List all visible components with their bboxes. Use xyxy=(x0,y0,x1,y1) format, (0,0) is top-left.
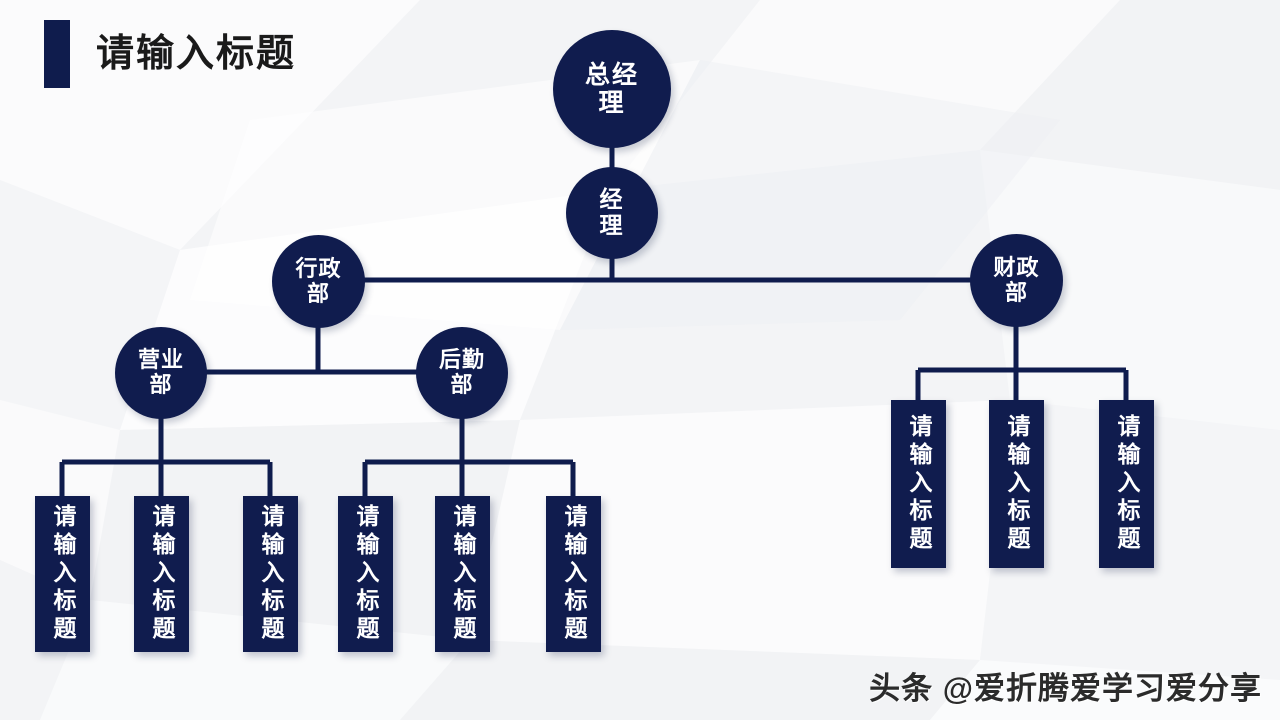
leaf-box-finance-2[interactable]: 请输入标题 xyxy=(989,400,1044,568)
leaf-box-finance-1-label: 请输入标题 xyxy=(906,414,932,554)
node-sales-department[interactable]: 营业 部 xyxy=(115,327,207,419)
node-finance-line1: 财政 xyxy=(993,254,1040,280)
node-admin-line2: 部 xyxy=(306,280,330,306)
watermark: 头条 @爱折腾爱学习爱分享 xyxy=(869,671,1262,706)
leaf-box-logistics-3[interactable]: 请输入标题 xyxy=(546,496,601,652)
node-general-manager[interactable]: 总经 理 xyxy=(553,30,671,148)
leaf-box-logistics-2[interactable]: 请输入标题 xyxy=(435,496,490,652)
node-finance-line2: 部 xyxy=(1004,279,1028,305)
node-manager-line1: 经 xyxy=(599,186,625,213)
node-sales-line2: 部 xyxy=(149,372,173,397)
node-logistics-line2: 部 xyxy=(450,372,474,397)
title-accent-bar xyxy=(44,20,70,88)
node-admin-department[interactable]: 行政 部 xyxy=(272,235,365,328)
leaf-box-sales-3-label: 请输入标题 xyxy=(258,504,284,644)
leaf-box-sales-2[interactable]: 请输入标题 xyxy=(134,496,189,652)
leaf-box-sales-2-label: 请输入标题 xyxy=(149,504,175,644)
node-manager[interactable]: 经 理 xyxy=(566,167,658,259)
node-logistics-line1: 后勤 xyxy=(438,347,485,373)
leaf-box-finance-3[interactable]: 请输入标题 xyxy=(1099,400,1154,568)
page-title: 请输入标题 xyxy=(96,33,297,75)
leaf-box-sales-3[interactable]: 请输入标题 xyxy=(243,496,298,652)
leaf-box-finance-2-label: 请输入标题 xyxy=(1004,414,1030,554)
leaf-box-finance-1[interactable]: 请输入标题 xyxy=(891,400,946,568)
leaf-box-logistics-1-label: 请输入标题 xyxy=(353,504,379,644)
node-general-manager-line2: 理 xyxy=(598,89,626,117)
slide-header: 请输入标题 xyxy=(44,20,296,88)
leaf-box-logistics-1[interactable]: 请输入标题 xyxy=(338,496,393,652)
node-admin-line1: 行政 xyxy=(295,255,342,281)
leaf-box-sales-1-label: 请输入标题 xyxy=(50,504,76,644)
node-sales-line1: 营业 xyxy=(137,347,184,373)
leaf-box-sales-1[interactable]: 请输入标题 xyxy=(35,496,90,652)
leaf-box-finance-3-label: 请输入标题 xyxy=(1114,414,1140,554)
leaf-box-logistics-2-label: 请输入标题 xyxy=(450,504,476,644)
node-finance-department[interactable]: 财政 部 xyxy=(970,234,1063,327)
node-manager-line2: 理 xyxy=(599,212,625,238)
node-general-manager-line1: 总经 xyxy=(584,61,639,89)
leaf-box-logistics-3-label: 请输入标题 xyxy=(561,504,587,644)
node-logistics-department[interactable]: 后勤 部 xyxy=(416,327,508,419)
